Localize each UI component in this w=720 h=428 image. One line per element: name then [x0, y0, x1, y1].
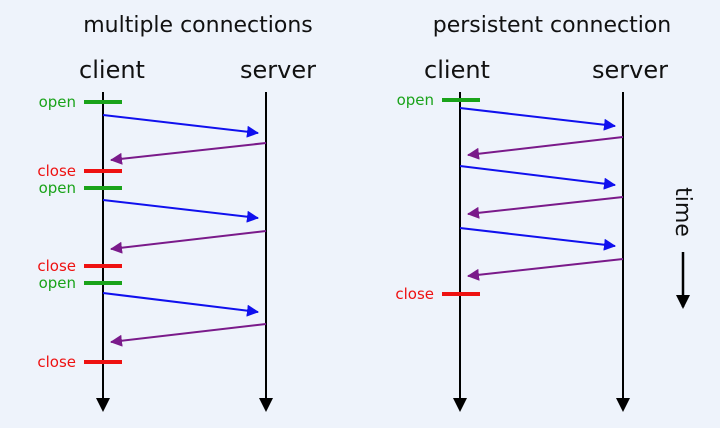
left-close-label-3: close: [37, 353, 76, 371]
left-response-arrow-1: [110, 142, 267, 165]
left-request-arrow-2: [102, 199, 259, 223]
right-request-arrow-1: [459, 107, 616, 131]
left-response-arrow-3: [110, 323, 267, 347]
right-client-label: client: [424, 56, 490, 84]
right-request-arrow-3: [459, 227, 616, 251]
left-response-arrow-2: [110, 230, 267, 254]
right-response-arrow-2: [467, 196, 624, 219]
left-open-label-3: open: [39, 274, 76, 292]
left-close-label-2: close: [37, 257, 76, 275]
right-request-arrow-2: [459, 165, 616, 190]
left-request-arrow-1: [102, 114, 259, 138]
left-close-label-1: close: [37, 162, 76, 180]
left-open-label-1: open: [39, 93, 76, 111]
right-response-arrow-3: [467, 258, 624, 281]
right-title: persistent connection: [433, 13, 672, 38]
left-server-label: server: [240, 56, 316, 84]
left-open-label-2: open: [39, 179, 76, 197]
right-response-arrow-1: [467, 136, 624, 160]
right-close-label: close: [395, 285, 434, 303]
right-open-label: open: [397, 91, 434, 109]
left-client-label: client: [79, 56, 145, 84]
right-server-label: server: [592, 56, 668, 84]
time-label: time: [670, 187, 695, 237]
left-title: multiple connections: [83, 13, 313, 38]
left-request-arrow-3: [102, 292, 259, 317]
